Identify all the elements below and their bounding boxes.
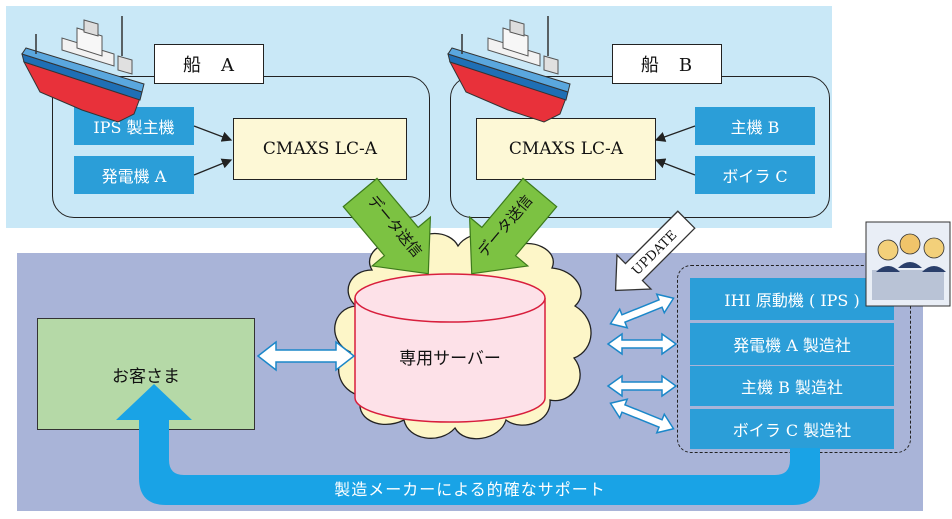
- support-arrow: [116, 384, 820, 505]
- manufacturer-boiler: ボイラ C 製造社: [690, 409, 894, 449]
- update-arrow: UPDATE: [614, 210, 696, 292]
- ship-b-controller: CMAXS LC-A: [476, 118, 656, 180]
- double-arrow-server-generator: [606, 332, 678, 356]
- manufacturer-ihi: IHI 原動機 ( IPS ): [690, 278, 894, 320]
- ship-a-equipment-generator: 発電機 A: [74, 156, 194, 194]
- arrow-generator-to-controller-a: [193, 158, 233, 176]
- arrow-boiler-to-controller-b: [654, 158, 696, 176]
- ship-b-equipment-main-engine: 主機 B: [695, 107, 815, 145]
- arrow-main-engine-to-controller-a: [193, 125, 233, 142]
- ship-a-controller: CMAXS LC-A: [233, 118, 407, 180]
- server-cylinder: [354, 273, 546, 423]
- manufacturer-main-engine: 主機 B 製造社: [690, 366, 894, 406]
- manufacturer-generator: 発電機 A 製造社: [690, 323, 894, 365]
- double-arrow-server-main-engine: [606, 374, 678, 398]
- double-arrow-server-ihi: [609, 293, 675, 329]
- engineers-illustration: [865, 221, 951, 307]
- ship-b-icon: [447, 16, 571, 123]
- double-arrow-server-boiler: [609, 398, 675, 434]
- customer-box: お客さま: [37, 318, 255, 430]
- server-label: 専用サーバー: [399, 349, 501, 369]
- arrow-main-engine-to-controller-b: [654, 125, 696, 142]
- ship-a-name: 船 A: [154, 44, 264, 84]
- ship-b-name: 船 B: [612, 44, 722, 84]
- ship-b-equipment-boiler: ボイラ C: [695, 156, 815, 194]
- support-label: 製造メーカーによる的確なサポート: [334, 480, 606, 499]
- ship-a-icon: [21, 16, 145, 123]
- double-arrow-customer-server: [256, 340, 356, 372]
